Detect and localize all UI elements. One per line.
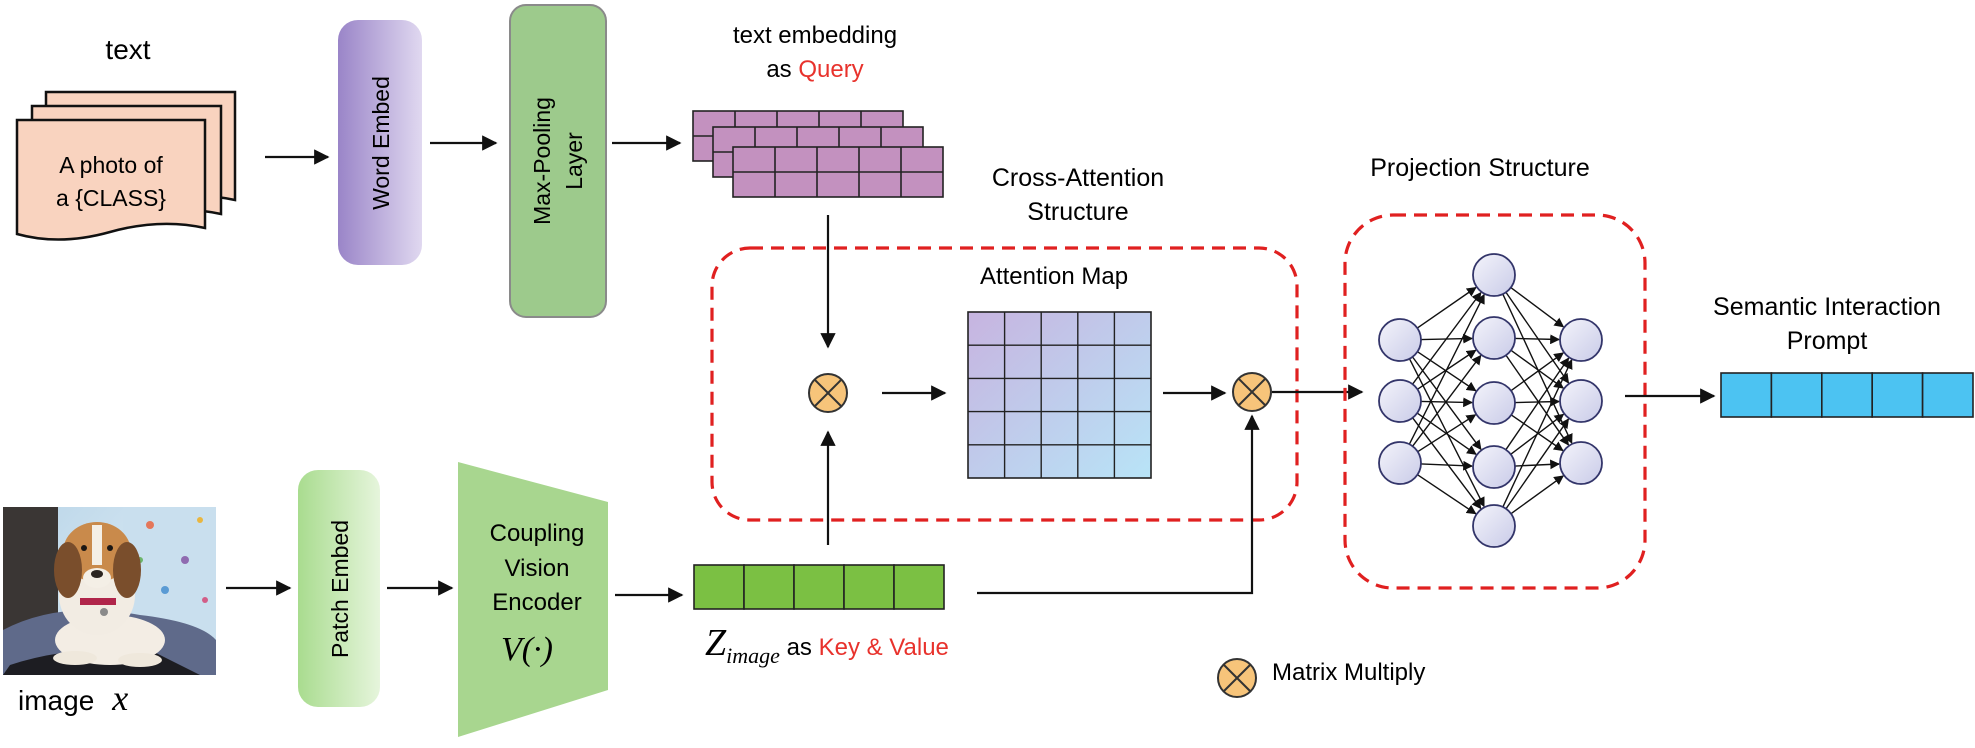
prompt-token — [1821, 372, 1874, 418]
text-document-stack — [15, 90, 237, 241]
word-embed-label: Word Embed — [368, 76, 394, 210]
nn-connection — [1416, 286, 1477, 329]
nn-node — [1559, 441, 1603, 485]
key-value-highlight: Key & Value — [819, 634, 949, 661]
semantic-interaction-prompt-tokens — [1720, 372, 1974, 418]
attention-map-grid — [967, 311, 1152, 479]
encoder-label-line1: Coupling — [490, 520, 585, 547]
multiply-icon-2 — [1232, 372, 1272, 412]
text-embedding-token-stack — [692, 110, 944, 198]
word-embed-block — [338, 20, 422, 265]
nn-connection — [1514, 334, 1560, 345]
legend-multiply-icon — [1217, 658, 1257, 698]
patch-embed-label: Patch Embed — [327, 520, 353, 658]
z-image-token — [743, 564, 795, 610]
nn-node — [1472, 381, 1516, 425]
encoder-formula: V(·) — [501, 631, 553, 668]
nn-node — [1559, 379, 1603, 423]
encoder-label-line3: Encoder — [492, 589, 581, 616]
nn-connection — [1411, 356, 1482, 451]
nn-node — [1472, 316, 1516, 360]
nn-connection — [1502, 359, 1573, 508]
z-image-token — [893, 564, 945, 610]
patch-embed-block — [298, 470, 380, 707]
nn-connection — [1505, 354, 1570, 446]
nn-node — [1378, 379, 1422, 423]
nn-node — [1559, 318, 1603, 362]
nn-connection — [1505, 357, 1570, 451]
z-image-token — [793, 564, 845, 610]
document-text-line1: A photo of — [59, 152, 163, 178]
max-pooling-label-line1: Max-Pooling — [529, 97, 555, 225]
attention-map-label: Attention Map — [980, 263, 1128, 290]
text-input-label: text — [105, 34, 150, 65]
max-pooling-block — [509, 4, 607, 318]
encoder-label-line2: Vision — [505, 555, 570, 582]
nn-node — [1472, 445, 1516, 489]
z-image-tokens — [693, 564, 945, 610]
prompt-token — [1921, 372, 1974, 418]
output-title-line2: Prompt — [1787, 327, 1868, 355]
nn-node — [1472, 253, 1516, 297]
nn-connection — [1417, 474, 1477, 515]
nn-connection — [1510, 352, 1564, 392]
text-embedding-title: text embedding — [733, 22, 897, 49]
nn-connection — [1411, 291, 1482, 385]
nn-connection — [1510, 287, 1565, 328]
output-title-line1: Semantic Interaction — [1713, 293, 1941, 321]
nn-connection — [1412, 417, 1482, 510]
arrow-value-to-multiply — [977, 414, 1260, 595]
nn-node — [1378, 441, 1422, 485]
nn-connection — [1510, 349, 1564, 389]
nn-connection — [1505, 418, 1570, 510]
prompt-token — [1770, 372, 1823, 418]
cross-attention-title-line2: Structure — [1027, 198, 1128, 226]
nn-connection — [1412, 354, 1482, 447]
cross-attention-title-line1: Cross-Attention — [992, 164, 1164, 192]
nn-connection — [1510, 475, 1564, 515]
multiply-icon-1 — [808, 373, 848, 413]
nn-connection — [1408, 293, 1485, 445]
z-image-label: Zimage as Key & Value — [705, 622, 949, 668]
cross-attention-dashed-box — [710, 246, 1299, 522]
max-pooling-label-line2: Layer — [561, 132, 587, 190]
nn-connection — [1505, 291, 1570, 384]
z-image-token — [843, 564, 895, 610]
query-token-layer — [732, 146, 944, 198]
prompt-token — [1720, 372, 1773, 418]
z-image-token — [693, 564, 745, 610]
nn-connection — [1417, 414, 1477, 453]
neural-network — [1378, 253, 1603, 548]
legend-matrix-multiply-label: Matrix Multiply — [1272, 659, 1425, 686]
nn-node — [1472, 504, 1516, 548]
nn-connection — [1420, 460, 1473, 471]
document-text-line2: a {CLASS} — [56, 185, 166, 211]
coupling-vision-encoder-block — [458, 462, 608, 737]
dog-image — [3, 507, 216, 675]
prompt-token — [1871, 372, 1924, 418]
projection-title: Projection Structure — [1370, 154, 1590, 182]
image-variable-x: x — [111, 678, 128, 718]
query-highlight: Query — [798, 56, 863, 83]
text-embedding-subtitle: as Query — [766, 56, 863, 83]
nn-node — [1378, 318, 1422, 362]
